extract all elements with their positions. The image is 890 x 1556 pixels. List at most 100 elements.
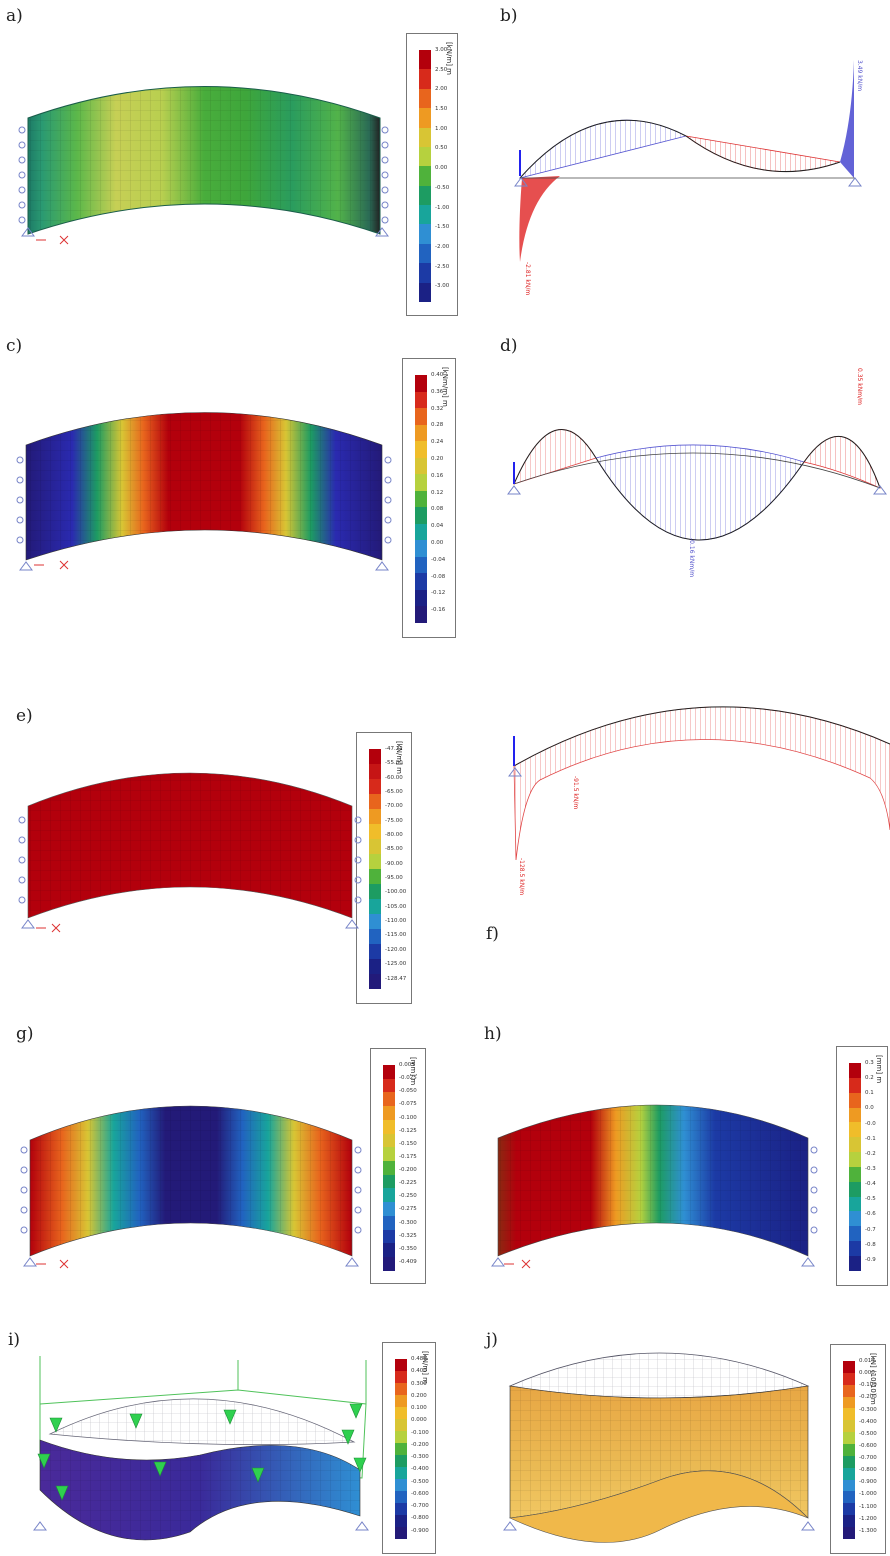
colorbar-swatch [843,1384,855,1397]
legend-tick-label: -1.50 [435,224,450,231]
legend-tick-label: -70.00 [385,803,403,810]
legend-tick-label: 0.50 [435,145,448,152]
colorbar-swatch [383,1202,395,1216]
colorbar-swatch [383,1119,395,1134]
legend-tick-label: -0.600 [411,1490,429,1497]
panel-b-diagram: 3.49 kN/m -2.81 kN/m [514,60,863,295]
colorbar-swatch [419,108,431,128]
colorbar-swatch [369,824,381,839]
panel-h-supports [491,1146,818,1267]
legend-tick-label: -0.350 [399,1245,417,1252]
legend-tick-label: -0.100 [399,1114,417,1121]
colorbar-swatch [849,1122,861,1138]
panel-a-supports [18,126,389,237]
colorbar-swatch [843,1444,855,1456]
panel-e-wall [27,772,353,919]
legend-tick-label: -0.409 [399,1258,417,1265]
colorbar-swatch [395,1359,407,1371]
panel-label-g: g) [16,1024,34,1044]
panel-a-wall [27,86,381,235]
legend-tick-label: -0.325 [399,1232,417,1239]
legend-tick-label: -0.400 [411,1466,429,1473]
colorbar-swatch [369,914,381,929]
panel-e-supports [18,816,362,929]
colorbar-swatch [395,1431,407,1443]
legend-tick-label: 0.000 [859,1370,875,1377]
legend-tick-label: -0.175 [399,1153,417,1160]
legend-tick-label: -0.125 [399,1127,417,1134]
legend-tick-label: -1.300 [859,1527,877,1534]
colorbar-swatch [849,1226,861,1242]
legend-tick-label: -0.600 [859,1442,877,1449]
colorbar-swatch [849,1137,861,1153]
colorbar-swatch [419,127,431,147]
colorbar-swatch [415,573,427,590]
panel-label-f: f) [486,924,499,944]
colorbar-swatch [415,474,427,491]
colorbar-swatch [369,929,381,944]
panel-label-i: i) [8,1330,21,1350]
load-arrows [37,1403,367,1501]
legend-tick-label: -100.00 [385,889,407,896]
colorbar-swatch [849,1181,861,1197]
colorbar-swatch [415,424,427,442]
legend-tick-label: 0.16 [431,472,444,479]
colorbar-swatch [383,1133,395,1148]
panel-e-axis [36,923,61,933]
colorbar-swatch [415,523,427,541]
legend-tick-label: -0.1 [865,1135,876,1142]
colorbar-swatch [415,457,427,475]
legend-tick-label: -1.00 [435,204,450,211]
panel-label-e: e) [16,706,33,726]
legend-tick-label: 0.32 [431,405,444,412]
colorbar-swatch [415,490,427,508]
legend-ticks: -47.22-55.00-60.00-65.00-70.00-75.00-80.… [385,746,407,991]
colorbar-swatch [395,1443,407,1455]
legend-tick-label: -0.500 [411,1478,429,1485]
legend-tick-label: 0.005 [399,1062,415,1068]
panel-c-axis [34,560,69,570]
legend-tick-label: 0.20 [431,455,444,462]
legend-tick-label: -80.00 [385,832,403,839]
legend-tick-label: 2.00 [435,86,448,93]
colorbar-swatch [369,749,381,764]
legend-tick-label: 0.00 [431,539,444,546]
colorbar-swatch [849,1092,861,1108]
legend-tick-label: -0.200 [859,1394,877,1401]
colorbar-swatch [395,1515,407,1527]
legend-tick-label: -85.00 [385,846,403,853]
legend-tick-label: -0.04 [431,556,446,563]
legend-colorbar [415,375,427,623]
legend-tick-label: 0.40 [431,372,444,378]
legend-tick-label: 0.014 [859,1358,875,1364]
panel-g-supports [20,1146,362,1267]
legend-tick-label: 0.0 [865,1105,874,1112]
legend-tick-label: -0.300 [399,1219,417,1226]
legend-tick-label: 0.04 [431,523,444,530]
colorbar-swatch [419,166,431,186]
legend-tick-label: -0.3 [865,1165,876,1172]
colorbar-swatch [383,1257,395,1271]
colorbar-swatch [849,1211,861,1227]
colorbar-swatch [849,1255,861,1271]
legend-tick-label: -1.200 [859,1515,877,1522]
colorbar-swatch [415,391,427,409]
colorbar-swatch [843,1432,855,1445]
colorbar-swatch [419,224,431,244]
legend-tick-label: -0.900 [411,1527,429,1534]
legend-tick-label: 0.000 [411,1417,427,1424]
panel-i-view [33,1356,369,1541]
colorbar-swatch [415,556,427,574]
colorbar-swatch [843,1408,855,1421]
colorbar-swatch [395,1455,407,1467]
colorbar-swatch [383,1078,395,1093]
legend-tick-label: -55.00 [385,760,403,767]
colorbar-swatch [849,1107,861,1123]
panel-a-axis [36,235,69,245]
legend-tick-label: -3.00 [435,283,450,290]
colorbar-swatch [395,1479,407,1491]
colorbar-swatch [843,1420,855,1433]
